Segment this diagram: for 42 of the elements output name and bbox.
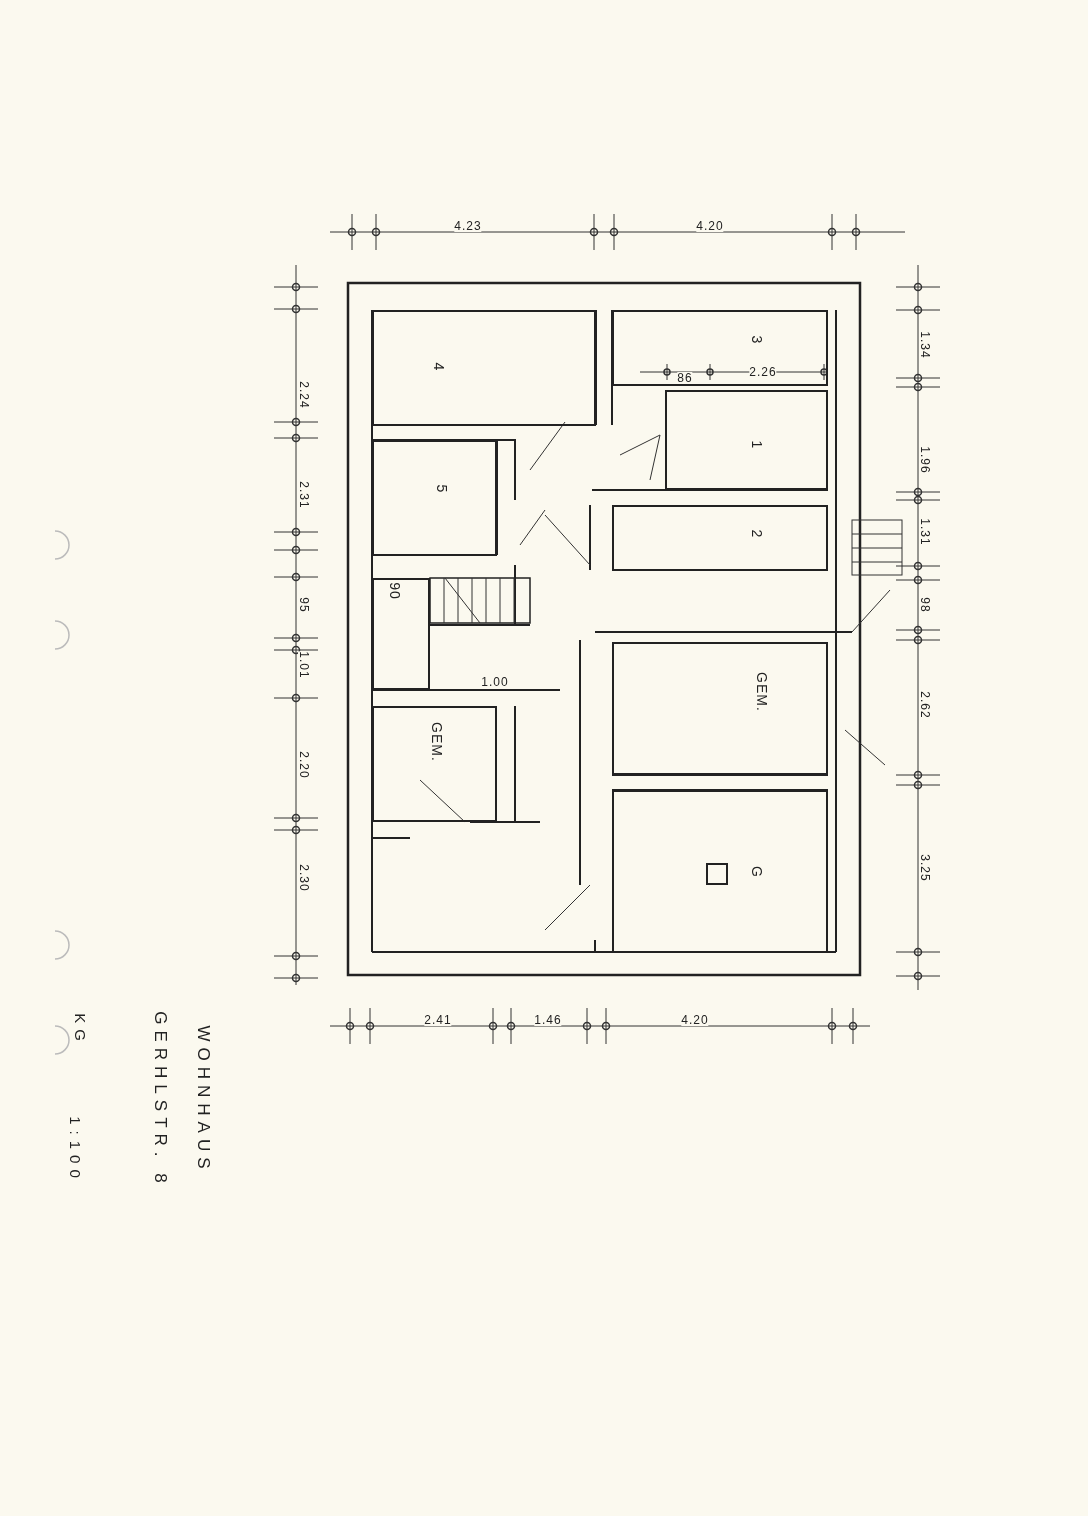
room-label: G <box>750 866 764 878</box>
dimension-label: 1.31 <box>919 518 931 546</box>
dimension-label: 2.20 <box>298 751 310 779</box>
room-outline <box>372 310 596 426</box>
title-text: WOHNHAUS <box>194 1025 212 1175</box>
room-outline <box>612 790 828 953</box>
room-outline <box>612 505 828 571</box>
room-label: 90 <box>388 582 402 600</box>
dimension-label: 1.96 <box>919 446 931 474</box>
dimension-label: 86 <box>677 372 693 384</box>
dimension-label: 1.01 <box>298 651 310 679</box>
dimension-label: 1.46 <box>534 1014 562 1026</box>
dimension-label: 4.23 <box>454 220 482 232</box>
room-label: 2 <box>750 529 764 539</box>
room-outline <box>372 440 497 556</box>
room-label: GEM. <box>755 672 769 712</box>
dimension-label: 2.30 <box>298 864 310 892</box>
room-outline <box>612 310 828 386</box>
dimension-label: 2.62 <box>919 691 931 719</box>
room-label: 1 <box>750 440 764 450</box>
dimension-label: 2.41 <box>424 1014 452 1026</box>
room-label: 3 <box>750 335 764 345</box>
address-text: GERHLSTR. 8 <box>151 1011 169 1189</box>
dimension-label: 2.24 <box>298 381 310 409</box>
dimension-label: 4.20 <box>681 1014 709 1026</box>
dimension-label: 3.25 <box>919 854 931 882</box>
room-outline <box>612 642 828 775</box>
room-label: 4 <box>432 362 446 372</box>
room-label: GEM. <box>430 722 444 762</box>
scale-label: 1:100 <box>67 1116 83 1184</box>
dimension-label: 4.20 <box>696 220 724 232</box>
dimension-label: 95 <box>298 597 310 613</box>
dimension-label: 2.31 <box>298 481 310 509</box>
room-outline <box>372 706 497 822</box>
dimension-label: 1.00 <box>481 676 509 688</box>
dimension-label: 1.34 <box>919 331 931 359</box>
room-outline <box>665 390 828 490</box>
floor-label: KG <box>72 1013 88 1047</box>
room-outline <box>372 578 430 690</box>
room-label: 5 <box>435 484 449 494</box>
dimension-label: 98 <box>919 597 931 613</box>
dimension-label: 2.26 <box>749 366 777 378</box>
